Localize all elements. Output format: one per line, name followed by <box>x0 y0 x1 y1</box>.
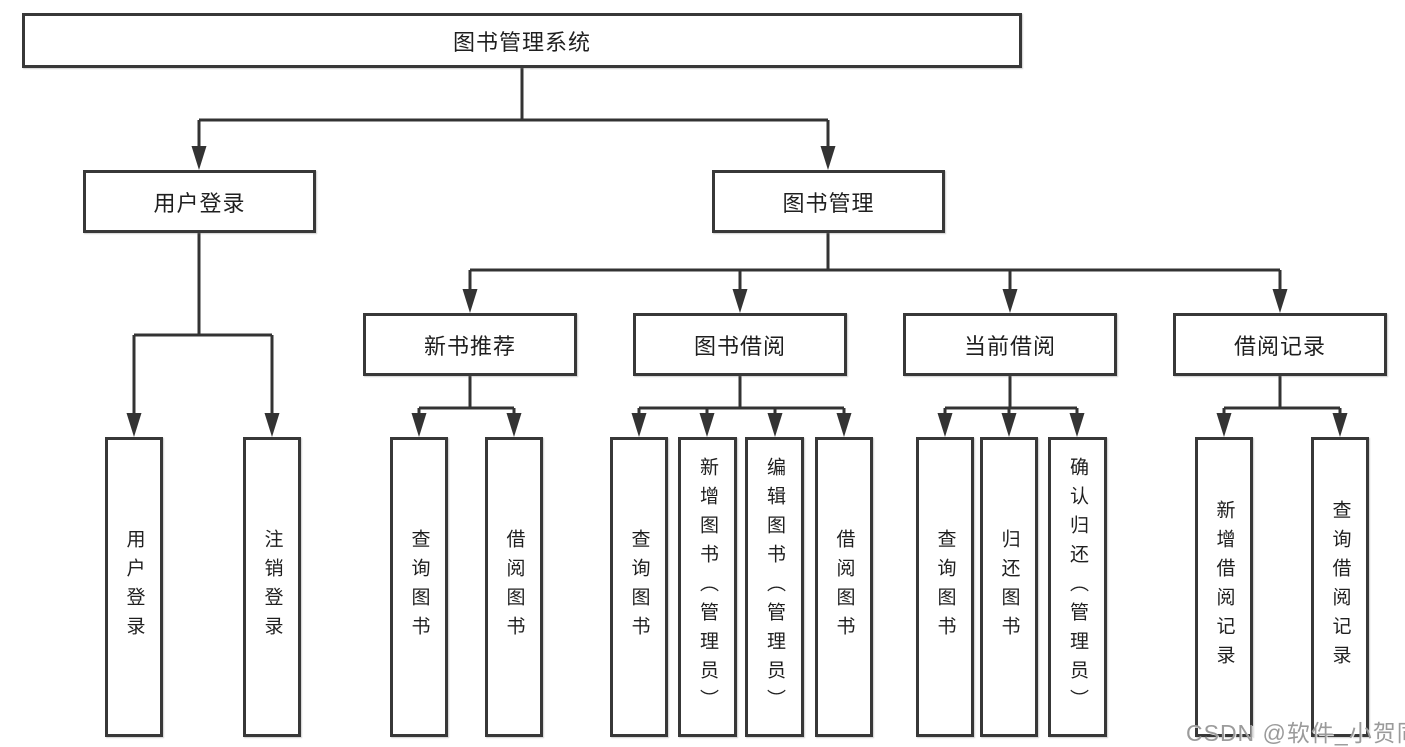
leaf-query-books-borrow: 查询图书 <box>610 437 668 737</box>
leaf-return-books: 归还图书 <box>980 437 1038 737</box>
leaf-user-login: 用户登录 <box>105 437 163 737</box>
node-new-book-recommendation: 新书推荐 <box>363 313 577 376</box>
leaf-label: 归还图书 <box>998 529 1020 645</box>
leaf-label: 确认归还（管理员） <box>1067 456 1088 718</box>
leaf-label: 查询图书 <box>934 529 956 645</box>
leaf-label: 借阅图书 <box>833 529 855 645</box>
leaf-borrow-books-recommend: 借阅图书 <box>485 437 543 737</box>
node-user-login: 用户登录 <box>83 170 316 233</box>
leaf-label: 用户登录 <box>123 529 145 645</box>
leaf-logout: 注销登录 <box>243 437 301 737</box>
leaf-label: 编辑图书（管理员） <box>764 456 785 718</box>
leaf-confirm-return-admin: 确认归还（管理员） <box>1048 437 1107 737</box>
leaf-label: 注销登录 <box>261 529 283 645</box>
leaf-query-borrow-record: 查询借阅记录 <box>1311 437 1369 737</box>
node-library-management-system: 图书管理系统 <box>22 13 1022 68</box>
node-book-borrowing: 图书借阅 <box>633 313 847 376</box>
leaf-add-books-admin: 新增图书（管理员） <box>678 437 737 737</box>
leaf-label: 借阅图书 <box>503 529 525 645</box>
leaf-label: 新增图书（管理员） <box>697 456 718 718</box>
node-borrowing-records: 借阅记录 <box>1173 313 1387 376</box>
node-book-management: 图书管理 <box>712 170 945 233</box>
leaf-label: 新增借阅记录 <box>1213 500 1235 674</box>
leaf-edit-books-admin: 编辑图书（管理员） <box>745 437 804 737</box>
leaf-query-books-recommend: 查询图书 <box>390 437 448 737</box>
leaf-add-borrow-record: 新增借阅记录 <box>1195 437 1253 737</box>
leaf-query-books-current: 查询图书 <box>916 437 974 737</box>
leaf-label: 查询图书 <box>408 529 430 645</box>
leaf-label: 查询借阅记录 <box>1329 500 1351 674</box>
leaf-borrow-books: 借阅图书 <box>815 437 873 737</box>
leaf-label: 查询图书 <box>628 529 650 645</box>
csdn-watermark: CSDN @软件_小贺同学 <box>1186 720 1405 746</box>
node-current-borrowing: 当前借阅 <box>903 313 1117 376</box>
